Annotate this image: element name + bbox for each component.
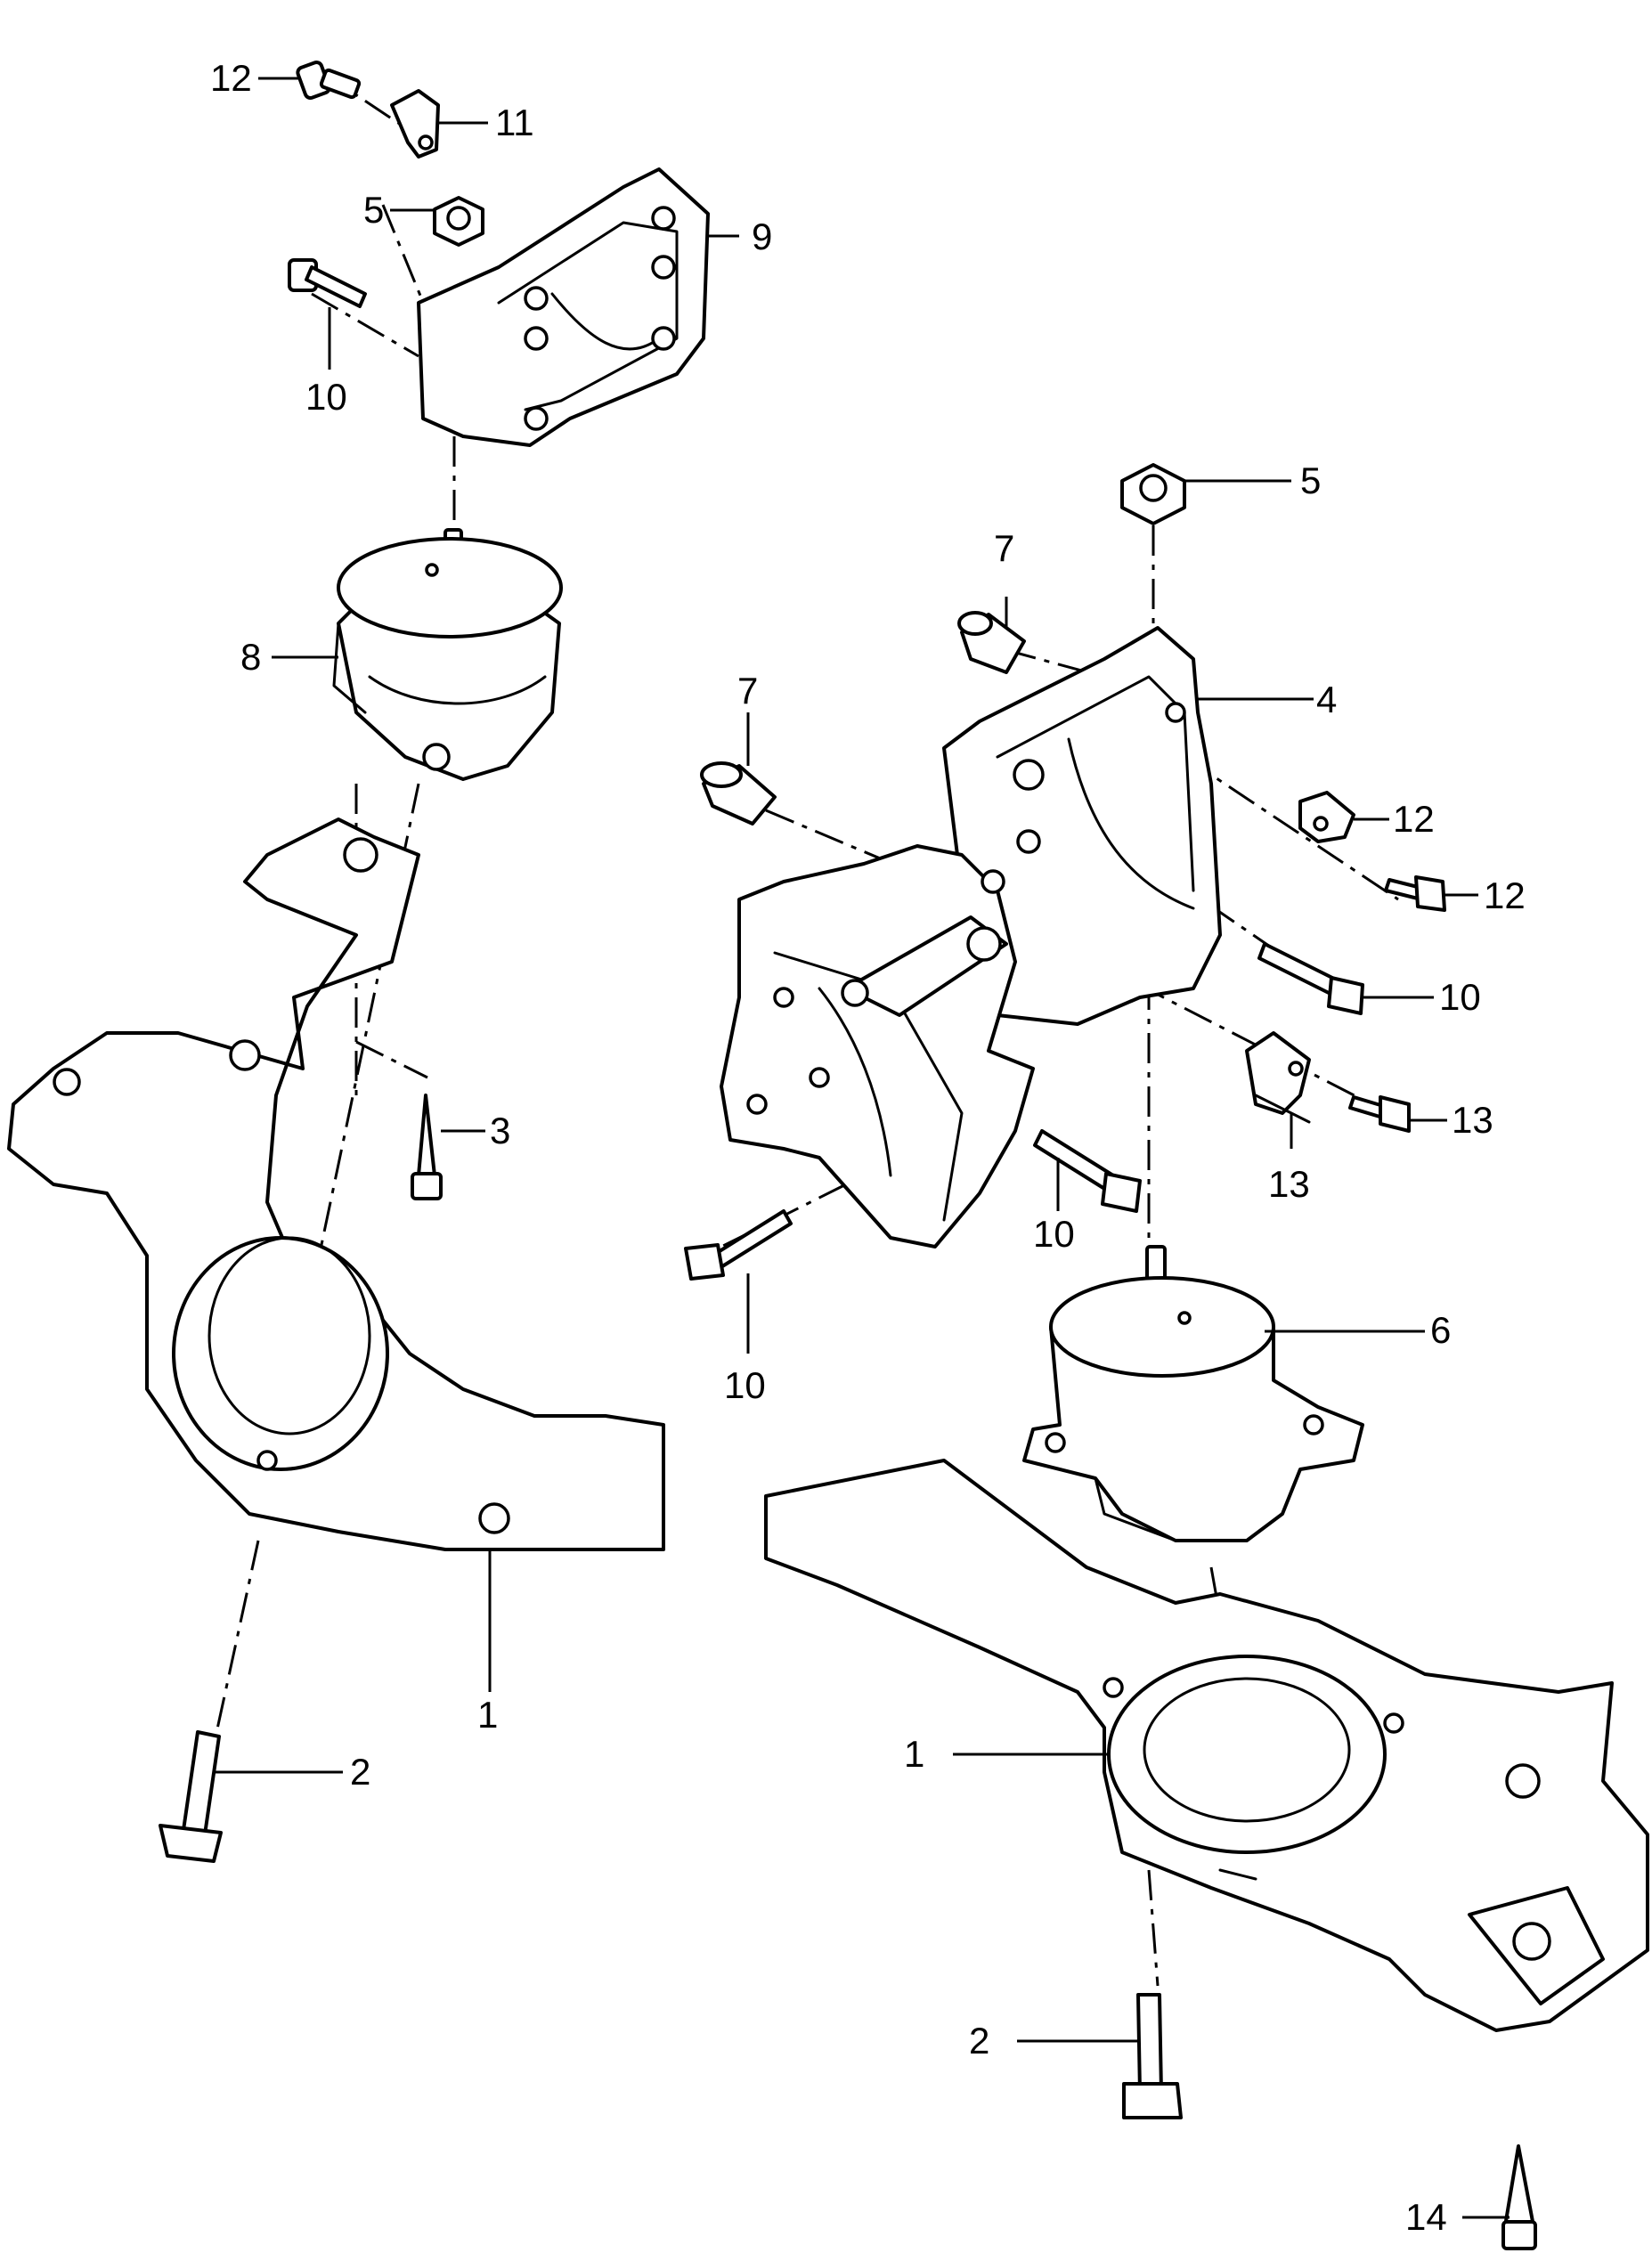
screw-14	[1501, 2144, 1537, 2250]
callout-5-right: 5	[1300, 460, 1321, 501]
nut-5-right	[1120, 463, 1186, 525]
callout-10-right-middle: 10	[1033, 1213, 1075, 1255]
callout-labels: 12 11 5 9 10 8 3 1 2 5 7 7 4 12 12 10 13…	[210, 57, 1526, 2238]
callout-10-right: 10	[1439, 976, 1481, 1018]
callout-2-right: 2	[969, 2020, 989, 2062]
sleeve-7-lower	[700, 761, 777, 826]
callout-14: 14	[1405, 2196, 1447, 2238]
clip-13	[1245, 1031, 1311, 1124]
callout-12-top-left: 12	[210, 57, 252, 99]
engine-carrier	[720, 844, 1035, 1248]
bolt-10-right	[1257, 942, 1364, 1015]
callout-10-upper-left: 10	[305, 376, 347, 418]
bolt-2-left	[159, 1730, 223, 1863]
callout-10-lower-center: 10	[724, 1364, 766, 1406]
engine-mount-8	[332, 528, 563, 781]
callout-11-top-left: 11	[495, 102, 534, 143]
callout-1-left: 1	[477, 1694, 498, 1736]
callout-13: 13	[1268, 1163, 1310, 1205]
subframe-1-left	[7, 817, 665, 1551]
subframe-1-right	[764, 1459, 1649, 2032]
callout-9: 9	[752, 216, 772, 257]
sleeve-7-upper	[957, 611, 1026, 674]
bracket-9	[417, 167, 710, 447]
callout-3: 3	[490, 1110, 510, 1151]
clip-11-top-left	[390, 89, 440, 159]
callout-12-right-lower: 13	[1452, 1099, 1493, 1141]
screw-3	[411, 1094, 443, 1200]
callout-6: 6	[1430, 1309, 1451, 1351]
bolt-12-right-lower	[1348, 1095, 1411, 1133]
callout-2-left: 2	[350, 1751, 370, 1793]
callout-7-upper: 7	[994, 527, 1014, 569]
bolt-2-right	[1122, 1993, 1183, 2119]
callout-1-right: 1	[904, 1733, 924, 1775]
callout-11-right: 12	[1393, 798, 1435, 840]
bolt-12-top-left	[296, 60, 362, 101]
leader-lines	[214, 77, 1510, 2219]
callout-4: 4	[1316, 679, 1337, 720]
nut-5-left	[433, 196, 484, 247]
engine-mount-6	[1022, 1245, 1364, 1542]
bolt-10-right-middle	[1033, 1129, 1142, 1213]
bolt-10-upper-left	[288, 258, 367, 308]
callout-7-lower: 7	[737, 670, 758, 712]
callout-12-right-upper: 12	[1484, 874, 1526, 916]
callout-8: 8	[240, 636, 261, 678]
callout-5-left: 5	[363, 189, 384, 231]
bolt-12-right-upper	[1384, 875, 1446, 912]
clip-11-right	[1298, 791, 1355, 843]
bolt-10-lower-center	[684, 1209, 793, 1281]
